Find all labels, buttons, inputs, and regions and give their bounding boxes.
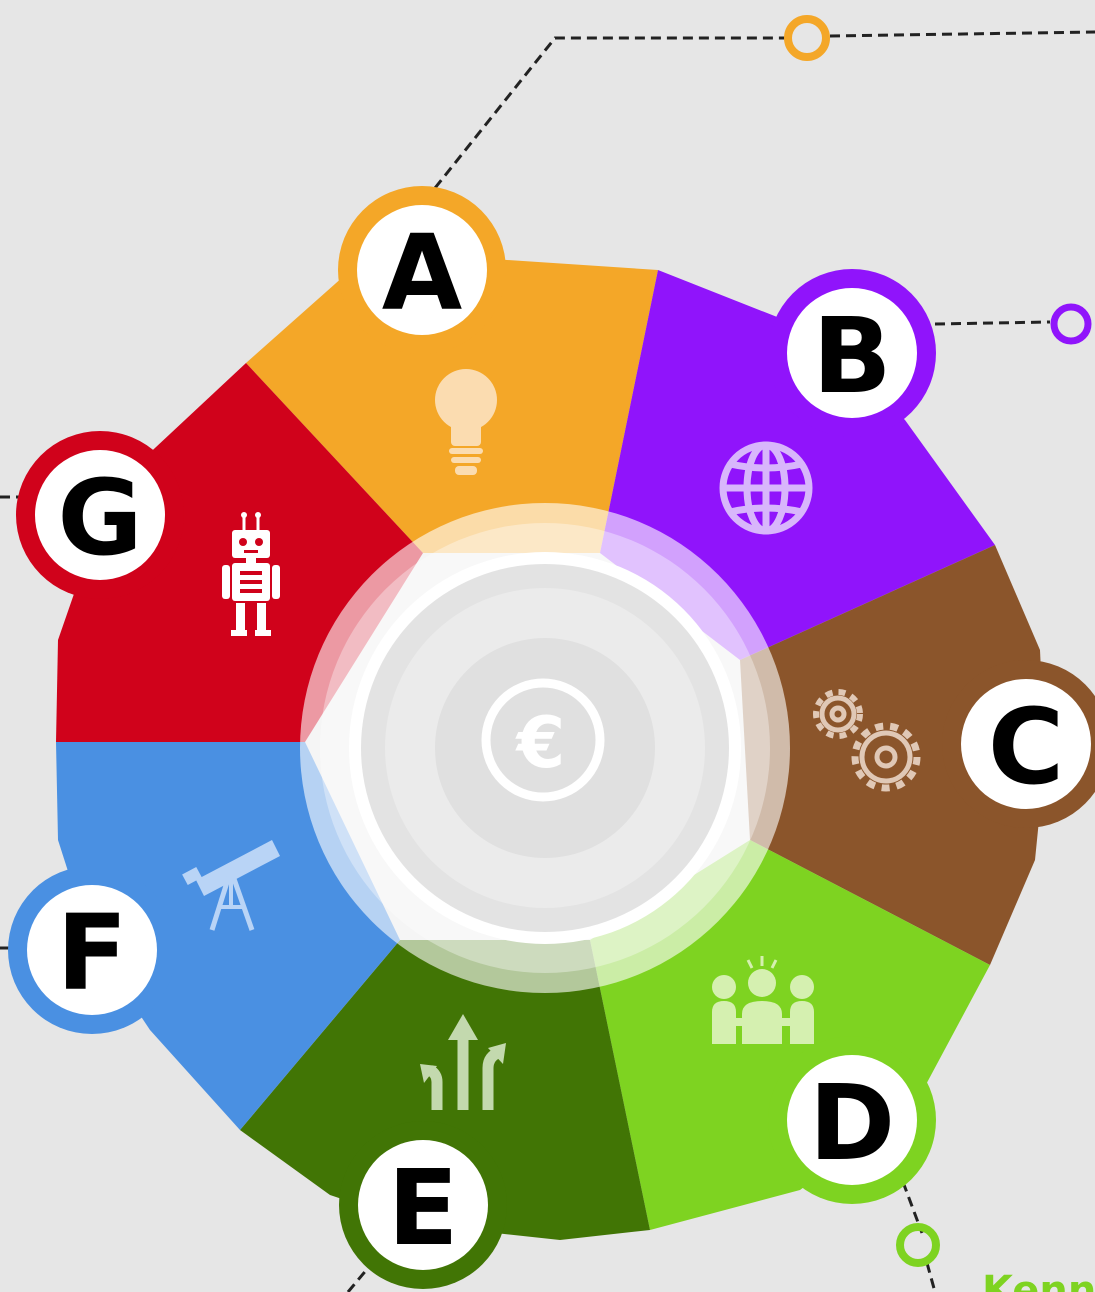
badge-letter-d: D — [809, 1062, 895, 1184]
telescope-icon — [182, 840, 280, 931]
badge-c: C — [942, 660, 1095, 828]
lightbulb-icon — [435, 369, 497, 475]
segment-badges: A B C D E F G — [8, 186, 1095, 1289]
badge-face-c — [961, 679, 1091, 809]
badge-g: G — [16, 431, 184, 599]
badge-letter-e: E — [387, 1147, 458, 1269]
node-ring-purple — [1050, 303, 1092, 345]
badge-letter-c: C — [988, 686, 1064, 808]
euro-symbol: € — [515, 702, 566, 784]
badge-b: B — [768, 269, 936, 437]
badge-e: E — [339, 1121, 507, 1289]
badge-face-b — [787, 288, 917, 418]
badge-face-a — [357, 205, 487, 335]
connector-a — [433, 36, 785, 189]
badge-face-d — [787, 1055, 917, 1185]
segment-f — [56, 742, 400, 1130]
connector-d — [901, 1181, 924, 1234]
connector-d-tail — [925, 1262, 937, 1292]
hub-core — [435, 638, 655, 858]
badge-f: F — [8, 866, 176, 1034]
robot-icon — [222, 512, 280, 636]
team-icon — [712, 956, 814, 1044]
badge-a: A — [338, 186, 506, 354]
euro-icon: € — [481, 678, 605, 802]
connector-a-tail — [829, 30, 1095, 38]
badge-face-f — [27, 885, 157, 1015]
connector-e — [346, 1267, 370, 1292]
segment-e — [240, 940, 650, 1240]
badge-letter-a: A — [382, 212, 463, 334]
corner-text: Kenn — [982, 1268, 1095, 1292]
globe-icon — [719, 441, 813, 535]
badge-letter-g: G — [57, 457, 142, 579]
badge-d: D — [768, 1036, 936, 1204]
connector-b — [934, 320, 1051, 326]
hub: € — [300, 503, 790, 993]
connector-lines — [0, 30, 1095, 1292]
badge-face-e — [358, 1140, 488, 1270]
node-ring-orange — [784, 15, 830, 61]
badge-letter-f: F — [56, 892, 127, 1014]
badge-letter-b: B — [812, 295, 891, 417]
badge-face-g — [35, 450, 165, 580]
direction-arrows-icon — [420, 1014, 506, 1110]
gears-icon — [813, 689, 921, 792]
node-ring-green — [896, 1223, 940, 1267]
